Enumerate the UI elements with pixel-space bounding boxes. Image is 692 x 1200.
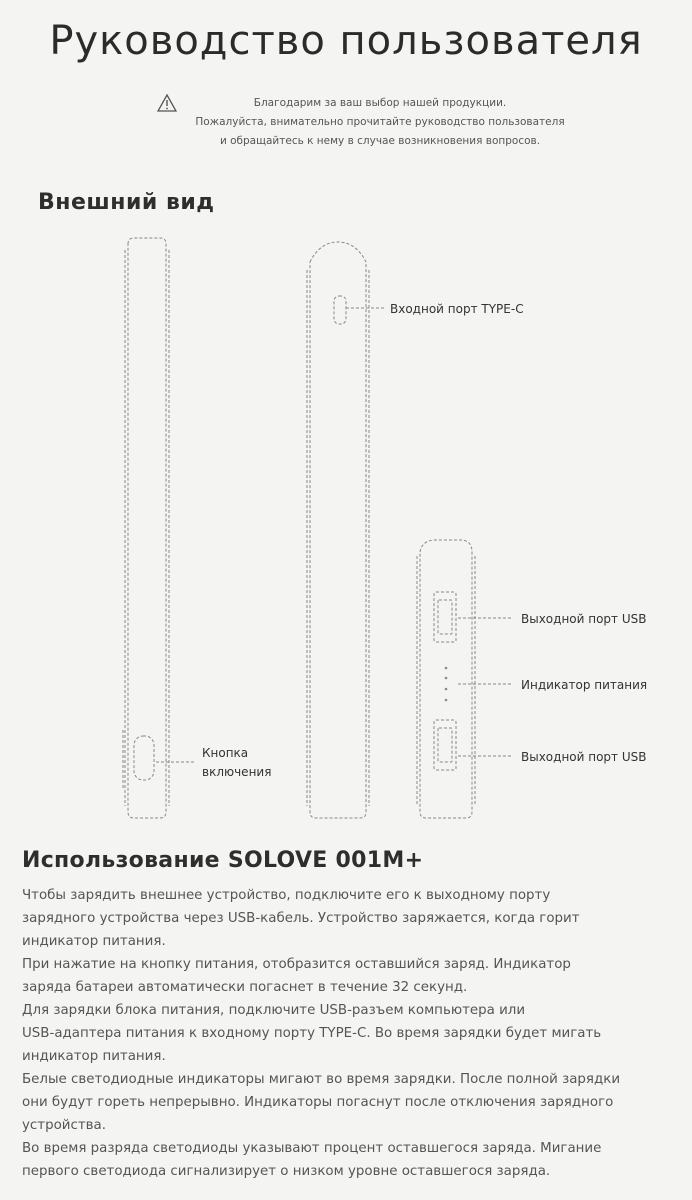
usage-line: Во время разряда светодиоды указывают пр… [22, 1141, 602, 1156]
callout-indicator: Индикатор питания [521, 678, 648, 692]
usage-line: Для зарядки блока питания, подключите US… [22, 1003, 526, 1018]
device-side-middle [306, 241, 370, 819]
intro-line: Пожалуйста, внимательно прочитайте руков… [195, 116, 565, 128]
device-diagram [122, 237, 512, 819]
warning-triangle-icon [157, 94, 177, 112]
usage-line: Белые светодиодные индикаторы мигают во … [22, 1072, 621, 1087]
device-end-right [416, 539, 476, 819]
intro-text: Благодарим за ваш выбор нашей продукции.… [180, 94, 580, 151]
appearance-heading: Внешний вид [38, 190, 215, 215]
callout-power-button: Кнопка включения [202, 746, 272, 779]
usage-line: Чтобы зарядить внешнее устройство, подкл… [22, 888, 551, 903]
intro-line: и обращайтесь к нему в случае возникнове… [219, 135, 541, 147]
callout-type-c: Входной порт TYPE-C [390, 302, 524, 316]
usage-line: зарядного устройства через USB-кабель. У… [22, 911, 580, 926]
usage-body: Чтобы зарядить внешнее устройство, подкл… [22, 884, 662, 1183]
callout-usb-out-2: Выходной порт USB [521, 750, 647, 764]
usage-line: устройства. [22, 1118, 106, 1133]
usage-line: они будут гореть непрерывно. Индикаторы … [22, 1095, 614, 1110]
usage-heading: Использование SOLOVE 001M+ [22, 848, 424, 873]
intro-line: Благодарим за ваш выбор нашей продукции. [253, 97, 507, 109]
indicator-leds [444, 666, 448, 702]
usage-line: USB-адаптера питания к входному порту TY… [22, 1026, 602, 1041]
callout-usb-out-1: Выходной порт USB [521, 612, 647, 626]
page-title: Руководство пользователя [49, 18, 643, 64]
usage-line: заряда батареи автоматически погаснет в … [22, 980, 468, 995]
usage-line: первого светодиода сигнализирует о низко… [22, 1164, 551, 1179]
usage-line: индикатор питания. [22, 934, 166, 949]
device-side-left [122, 237, 170, 819]
usage-line: индикатор питания. [22, 1049, 166, 1064]
usage-line: При нажатие на кнопку питания, отобразит… [22, 957, 571, 972]
